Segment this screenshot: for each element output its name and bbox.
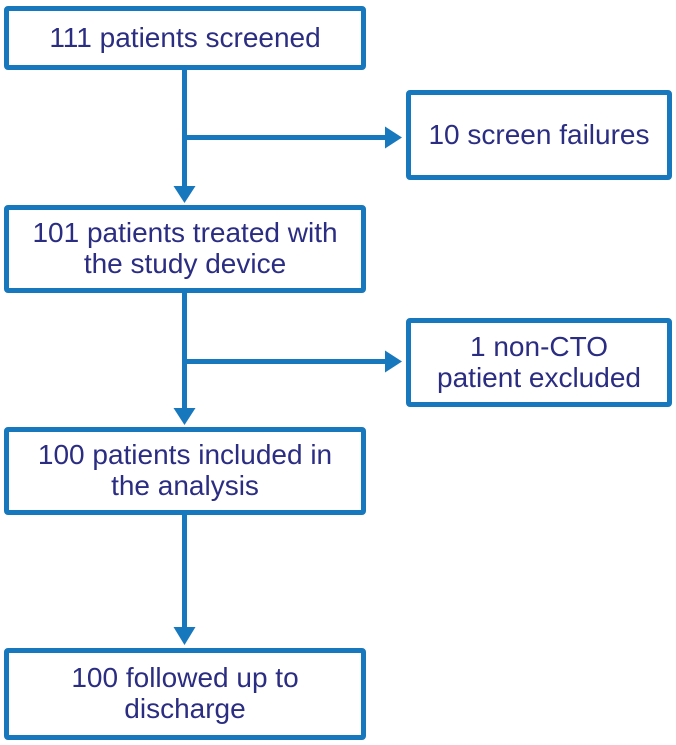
flow-box-screened: 111 patients screened — [4, 6, 366, 70]
arrow-treated-to-included — [173, 291, 196, 425]
arrow-branch-to-screen-failures — [182, 126, 402, 149]
arrow-included-to-followed-up — [173, 513, 196, 645]
flow-box-screen-failures: 10 screen failures — [406, 90, 672, 180]
flow-box-treated: 101 patients treated with the study devi… — [4, 205, 366, 293]
flow-box-non-cto-excluded-label: 1 non-CTO patient excluded — [437, 330, 641, 393]
flow-box-screen-failures-label: 10 screen failures — [428, 118, 650, 150]
arrow-branch-to-non-cto-excluded — [182, 350, 402, 373]
flow-box-followed-up-label: 100 followed up to discharge — [71, 662, 299, 724]
flow-box-screened-label: 111 patients screened — [49, 21, 321, 53]
flow-box-followed-up: 100 followed up to discharge — [4, 648, 366, 740]
flow-box-included: 100 patients included in the analysis — [4, 427, 366, 515]
arrow-screened-to-treated — [173, 68, 196, 203]
flow-box-non-cto-excluded: 1 non-CTO patient excluded — [406, 318, 672, 407]
flow-box-included-label: 100 patients included in the analysis — [37, 439, 333, 501]
flow-box-treated-label: 101 patients treated with the study devi… — [32, 217, 338, 279]
